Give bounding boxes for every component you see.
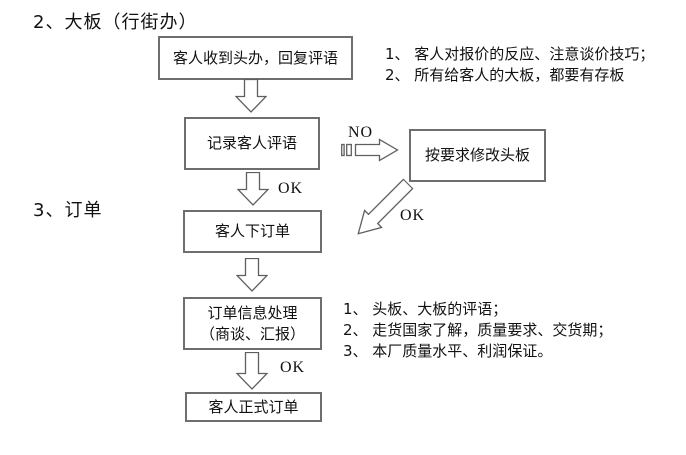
flow-box-place-order: 客人下订单 [183,210,322,253]
flow-box-order-processing: 订单信息处理 （商谈、汇报） [183,297,322,350]
flow-box-modify-sample: 按要求修改头板 [409,129,546,182]
arrow-down-icon-2 [236,171,270,210]
notes-top: 1、 客人对报价的反应、注意谈价技巧； 2、 所有给客人的大板，都要有存板 [385,44,654,86]
flow-box-place-order-label: 客人下订单 [214,222,290,240]
note-item: 2、 所有给客人的大板，都要有存板 [385,66,625,84]
flow-box-formal-order: 客人正式订单 [185,392,322,422]
flow-box-modify-sample-label: 按要求修改头板 [424,146,530,164]
flow-box-receive-sample: 客人收到头办，回复评语 [158,36,353,80]
flow-box-order-processing-line2: （商谈、汇报） [199,324,305,343]
heading-section-3: 3、订单 [33,200,103,221]
note-item: 2、 走货国家了解，质量要求、交货期； [343,321,613,339]
flow-box-record-comments: 记录客人评语 [184,117,320,170]
note-item: 1、 头板、大板的评语； [343,300,508,318]
diagonal-down-left-arrow-icon [348,174,418,244]
note-item: 1、 客人对报价的反应、注意谈价技巧； [385,45,655,63]
notes-bottom: 1、 头板、大板的评语； 2、 走货国家了解，质量要求、交货期； 3、 本厂质量… [343,299,612,362]
striped-right-arrow-icon [341,138,399,166]
flow-box-record-comments-label: 记录客人评语 [206,134,297,152]
flow-box-order-processing-line1: 订单信息处理 [207,303,298,322]
label-ok-after-processing: OK [280,359,306,376]
flow-box-formal-order-label: 客人正式订单 [208,397,299,416]
label-ok-after-record: OK [278,180,304,197]
arrow-down-icon-4 [235,351,269,394]
heading-section-2: 2、大板（行街办） [33,12,198,33]
flow-box-receive-sample-label: 客人收到头办，回复评语 [172,48,338,67]
arrow-down-icon-3 [235,257,269,296]
label-no: NO [348,124,374,141]
label-ok-diagonal: OK [400,207,426,224]
note-item: 3、 本厂质量水平、利润保证。 [343,342,553,360]
arrow-down-icon-1 [234,78,268,117]
